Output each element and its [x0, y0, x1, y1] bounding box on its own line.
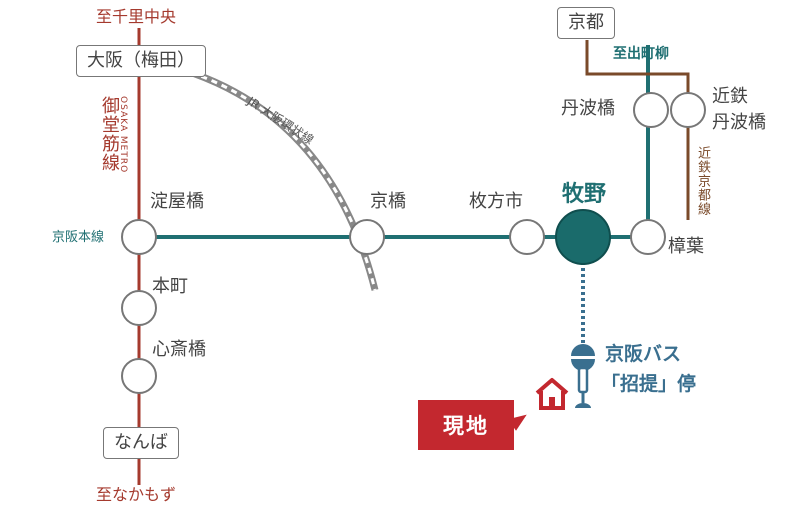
direction-senri-chuo: 至千里中央	[96, 7, 177, 26]
station-shinsaibashi-label: 心斎橋	[152, 339, 206, 360]
station-shinsaibashi[interactable]	[121, 358, 157, 394]
station-kyoto-label[interactable]: 京都	[557, 7, 615, 39]
station-tambabashi-label: 丹波橋	[561, 98, 615, 119]
station-kuzuha[interactable]	[630, 219, 666, 255]
station-yodoyabashi[interactable]	[121, 219, 157, 255]
midosuji-line-label: 御堂筋線	[99, 96, 120, 172]
bus-stop-icon	[571, 344, 595, 408]
site-callout: 現地	[418, 400, 514, 450]
station-honmachi-label: 本町	[152, 276, 188, 297]
station-yodoyabashi-label: 淀屋橋	[150, 191, 204, 212]
station-honmachi[interactable]	[121, 290, 157, 326]
jr-loop-line-dash	[169, 64, 377, 291]
station-kintetsu-tambabashi-label-1: 近鉄	[712, 86, 748, 107]
station-kintetsu-tambabashi[interactable]	[670, 92, 706, 128]
kintetsu-line	[585, 40, 690, 220]
station-kyobashi[interactable]	[349, 219, 385, 255]
home-icon	[535, 378, 569, 410]
kintetsu-line-label: 近鉄京都線	[695, 146, 710, 216]
station-makino[interactable]	[555, 209, 611, 265]
direction-demachiyanagi: 至出町柳	[613, 46, 669, 62]
station-osaka-umeda-label[interactable]: 大阪（梅田）	[76, 45, 206, 77]
station-kyobashi-label: 京橋	[370, 191, 406, 212]
station-kuzuha-label: 樟葉	[668, 236, 704, 257]
station-makino-label: 牧野	[562, 182, 607, 207]
bus-label-line1: 京阪バス	[605, 343, 682, 365]
keihan-line-label: 京阪本線	[52, 230, 105, 245]
jr-loop-line	[169, 62, 379, 291]
bus-label-line2: 「招提」停	[601, 373, 697, 395]
station-hirakatashi[interactable]	[509, 219, 545, 255]
osaka-metro-label: OSAKA METRO	[118, 96, 128, 174]
station-tambabashi[interactable]	[633, 92, 669, 128]
station-hirakatashi-label: 枚方市	[469, 191, 523, 212]
station-namba-label[interactable]: なんば	[103, 427, 179, 459]
station-kintetsu-tambabashi-label-2: 丹波橋	[712, 112, 766, 133]
direction-nakamozu: 至なかもず	[96, 485, 177, 504]
